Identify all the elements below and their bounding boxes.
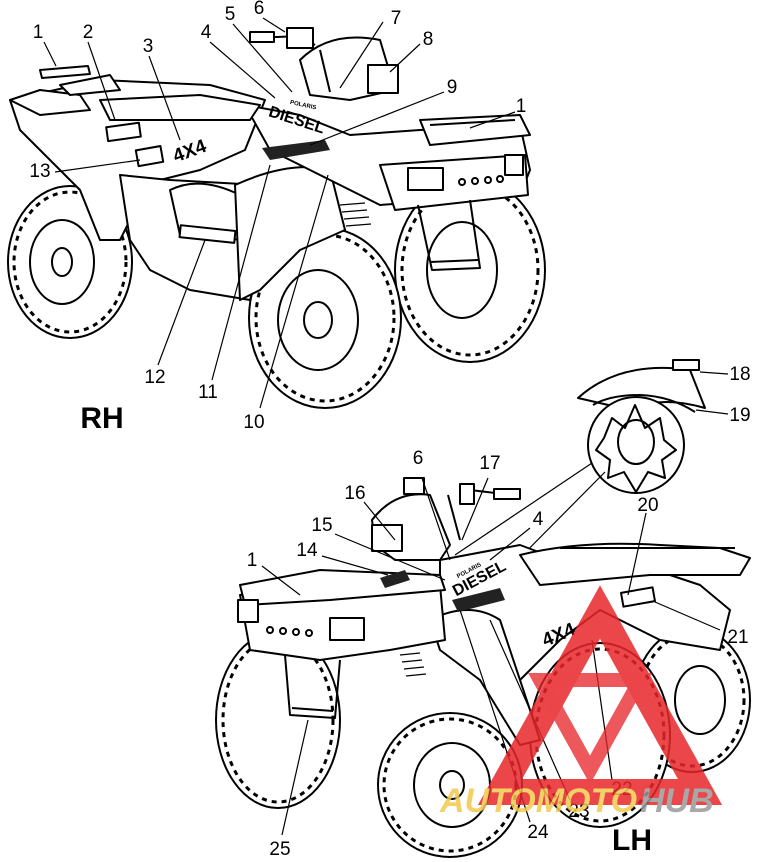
watermark-text-b: HUB: [640, 782, 714, 820]
rh-leader-lines: [43, 17, 516, 409]
lh-callout-1: 1: [247, 550, 258, 571]
lh-view-label: LH: [612, 824, 652, 857]
lh-callout-14: 14: [296, 540, 318, 561]
detail-callout-18: 18: [729, 364, 750, 385]
rh-stripe-decal: [262, 140, 330, 160]
lh-callout-6: 6: [413, 448, 424, 469]
rh-callout-2: 2: [83, 22, 94, 43]
lh-callout-25: 25: [269, 839, 290, 860]
lh-stripe-decal: [452, 588, 505, 612]
rh-callout-3: 3: [143, 36, 154, 57]
rh-callout-1b: 1: [516, 96, 527, 117]
fender-detail-drawing: [577, 359, 706, 494]
lh-callout-17: 17: [479, 453, 500, 474]
rh-maker-decal: POLARIS: [289, 100, 316, 111]
lh-callout-20: 20: [637, 495, 658, 516]
lh-callout-21: 21: [727, 627, 748, 648]
rh-callout-10: 10: [243, 412, 264, 433]
lh-callout-24: 24: [527, 822, 549, 843]
lh-callout-23: 23: [568, 801, 589, 822]
rh-callout-9: 9: [447, 77, 458, 98]
lh-callout-15: 15: [311, 515, 332, 536]
lh-callout-4: 4: [533, 509, 544, 530]
rh-callout-4: 4: [201, 22, 212, 43]
lh-tank-decal: [380, 570, 410, 588]
rh-callout-13: 13: [29, 161, 50, 182]
watermark-logo: AUTOMOTO HUB: [439, 585, 723, 820]
rh-callout-11: 11: [198, 382, 218, 403]
atv-rh-drawing: [7, 27, 546, 409]
lh-leader-lines: [261, 477, 721, 836]
rh-callout-1: 1: [33, 22, 44, 43]
atv-lh-drawing: [215, 477, 751, 858]
lh-callout-16: 16: [344, 483, 365, 504]
rh-callout-6: 6: [254, 0, 265, 19]
rh-view-label: RH: [80, 402, 123, 435]
rh-callout-12: 12: [144, 367, 165, 388]
rh-callout-5: 5: [225, 4, 236, 25]
rh-callout-8: 8: [423, 29, 434, 50]
watermark-text-a: AUTOMOTO: [439, 782, 637, 820]
rh-callout-7: 7: [391, 8, 402, 29]
detail-callout-19: 19: [729, 405, 750, 426]
